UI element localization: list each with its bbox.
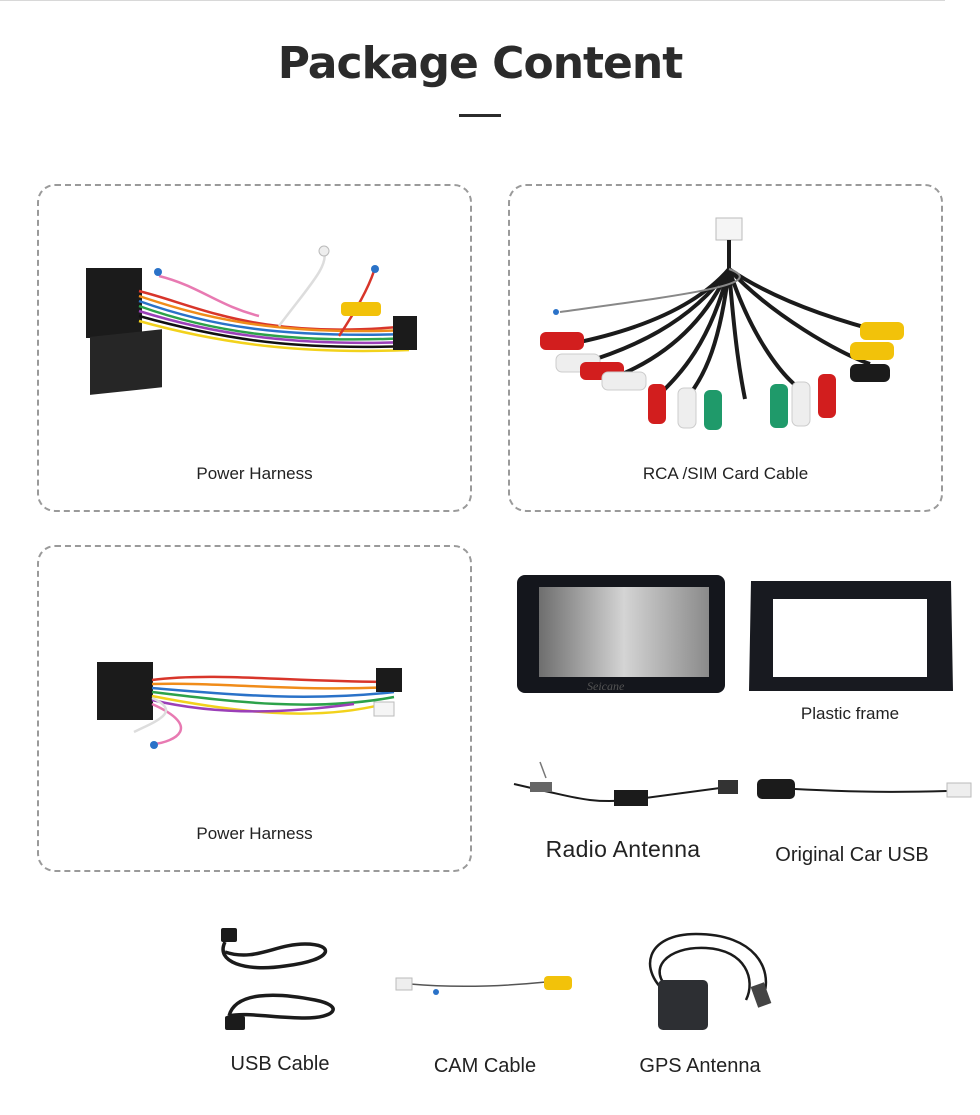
item-label: RCA /SIM Card Cable [642,464,809,483]
power-harness-icon [97,662,402,749]
radio-antenna-icon [513,761,738,806]
rca-cable-icon [540,217,904,430]
page-title: Package Content [277,38,684,89]
item-label: Power Harness [196,464,313,483]
item-card-rca-cable: RCA /SIM Card Cable [508,184,943,512]
item-label: Radio Antenna [545,836,701,862]
radio-unit-icon: Seicane [517,575,725,693]
item-card-power-harness-2: Power Harness [37,545,472,872]
item-label: Original Car USB [775,844,929,866]
top-divider [0,0,945,1]
item-label: Power Harness [196,824,313,843]
car-usb-icon [757,779,972,799]
item-card-power-harness-1: Power Harness [37,184,472,512]
cam-cable-icon [395,976,572,995]
power-harness-icon [86,245,417,395]
usb-cable-icon [221,928,335,1030]
item-label: Plastic frame [800,704,900,723]
radio-brand-text: Seicane [587,679,625,693]
title-underline [459,114,501,117]
gps-antenna-icon [648,932,772,1030]
item-label: GPS Antenna [639,1055,761,1077]
item-label: USB Cable [230,1053,330,1075]
item-label: CAM Cable [433,1055,537,1077]
plastic-frame-icon [749,581,953,691]
